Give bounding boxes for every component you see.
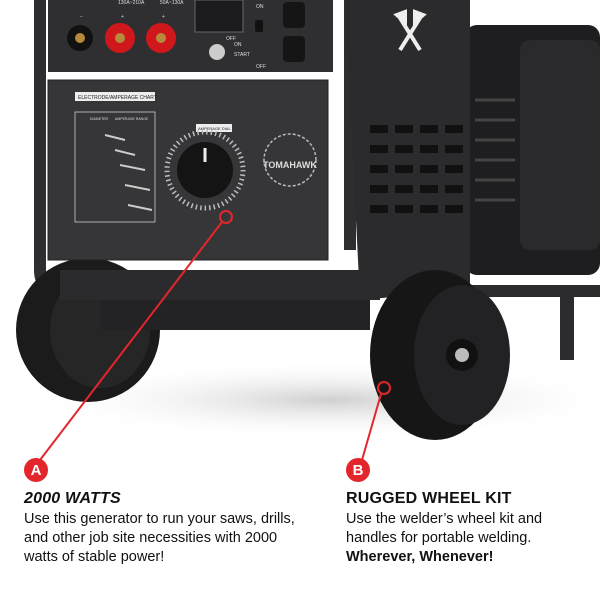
base-frame — [60, 270, 380, 300]
callout-line-a — [39, 210, 233, 460]
dial-label: AMPERAGE DIAL — [198, 126, 231, 131]
tomahawk-logo-badge — [263, 133, 317, 187]
key-on-label: ON — [234, 42, 242, 48]
positive-label-1: + — [121, 14, 124, 20]
engine — [400, 25, 600, 360]
tomahawk-axes-logo-icon — [393, 9, 427, 52]
dial-scale — [164, 129, 246, 211]
callout-a-body: Use this generator to run your saws, dri… — [24, 511, 295, 565]
callout-b-emphasis: Wherever, Whenever! — [346, 549, 494, 565]
callout-a: A 2000 WATTS Use this generator to run y… — [24, 458, 299, 567]
range-label-1: 130A~210A — [118, 0, 145, 6]
callout-a-title: 2000 WATTS — [24, 490, 121, 507]
marker-a: A — [24, 458, 48, 482]
digital-display — [194, 0, 244, 33]
amperage-dial-knob — [177, 142, 233, 198]
chart-header-diameter: DIAMETER — [90, 117, 109, 121]
product-photo-welder-generator: 130A~210A 50A~130A − + + OFF ON START ON… — [16, 0, 600, 460]
electrode-amperage-chart — [74, 111, 156, 223]
switch-off-label: OFF — [256, 64, 266, 70]
positive-label-2: + — [162, 14, 165, 20]
callout-b: B RUGGED WHEEL KIT Use the welder’s whee… — [346, 458, 581, 567]
chart-header-amperage: AMPERAGE RANGE — [115, 117, 149, 121]
range-label-2: 50A~130A — [160, 0, 184, 6]
callout-b-title: RUGGED WHEEL KIT — [346, 490, 512, 507]
outlet-2 — [283, 36, 305, 62]
outlet-1 — [283, 2, 305, 28]
key-start-label: START — [234, 52, 250, 58]
power-toggle-switch — [255, 20, 263, 32]
ignition-key-switch — [209, 44, 225, 60]
side-vents — [370, 125, 463, 213]
key-off-label: OFF — [226, 36, 236, 42]
chart-label: ELECTRODE/AMPERAGE CHART — [78, 95, 157, 101]
callout-line-b — [361, 381, 391, 460]
switch-on-label: ON — [256, 4, 264, 10]
negative-label: − — [80, 14, 83, 20]
right-wheel — [370, 270, 510, 440]
marker-b: B — [346, 458, 370, 482]
logo-text: TOMAHAWK — [263, 160, 317, 170]
callout-b-body: Use the welder’s wheel kit and handles f… — [346, 511, 543, 546]
